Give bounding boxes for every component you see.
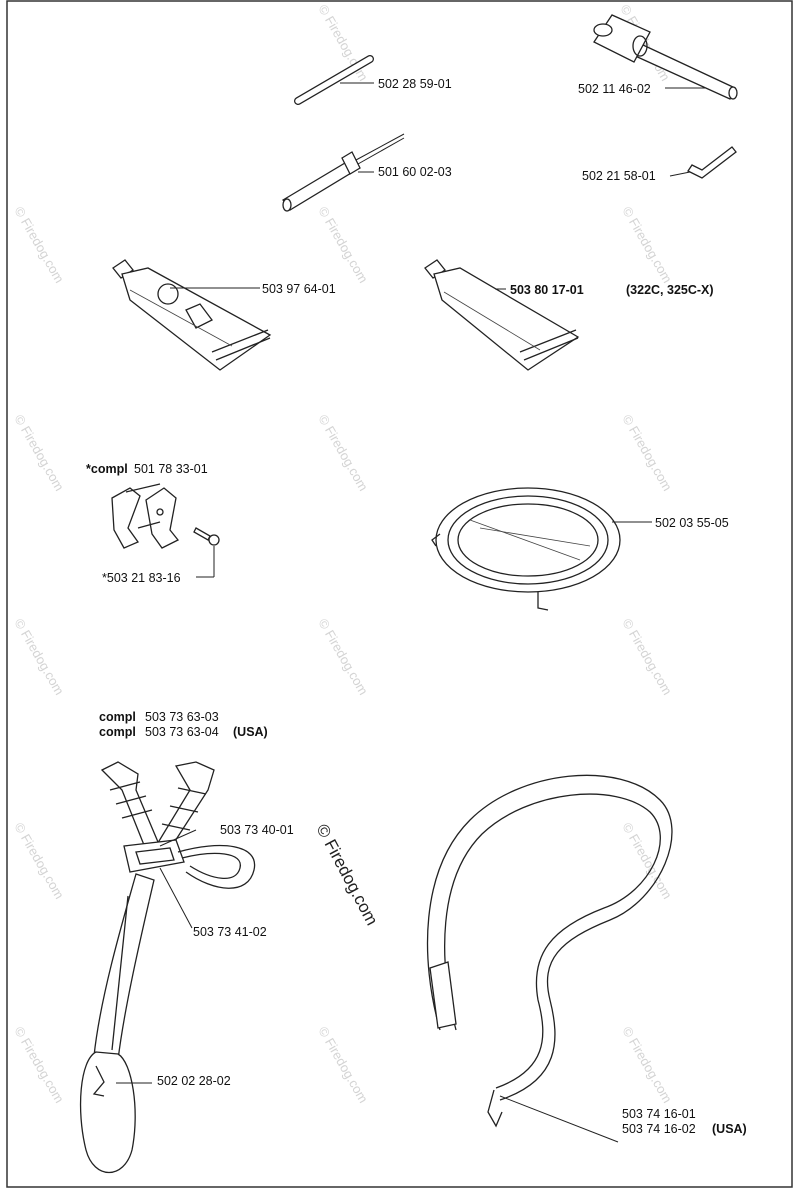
label-harness-buckle: 503 73 40-01 (220, 823, 294, 837)
label-grease-tube-1: 503 97 64-01 (262, 282, 336, 296)
label-harness-hip-pad: 502 02 28-02 (157, 1074, 231, 1088)
label-combination-wrench: 502 11 46-02 (578, 82, 651, 96)
watermark: © Firedog.com (619, 204, 675, 286)
alignment-pin-part[interactable] (294, 55, 374, 105)
label-hex-key: 502 21 58-01 (582, 169, 656, 183)
label-grease-tube-2-models: (322C, 325C-X) (626, 283, 714, 297)
label-harness-buckle-2: 503 73 41-02 (193, 925, 267, 939)
combination-wrench-part[interactable] (593, 14, 738, 100)
watermark: © Firedog.com (11, 820, 67, 902)
grease-tube-part[interactable] (424, 259, 580, 371)
screwdriver-part[interactable] (282, 133, 405, 212)
label-strap-part-2-region: (USA) (712, 1122, 747, 1136)
watermark: © Firedog.com (315, 1024, 371, 1106)
harness-part[interactable] (79, 761, 256, 1174)
label-alignment-pin: 502 28 59-01 (378, 77, 452, 91)
watermark: © Firedog.com (315, 412, 371, 494)
label-harness-prefix-1: compl (99, 710, 136, 724)
watermark: © Firedog.com (11, 616, 67, 698)
watermark: © Firedog.com (619, 412, 675, 494)
watermark: © Firedog.com (11, 1024, 67, 1106)
watermark: © Firedog.com (619, 616, 675, 698)
label-strap-part-1: 503 74 16-01 (622, 1107, 696, 1121)
watermark: © Firedog.com (11, 412, 67, 494)
label-harness-prefix-2: compl (99, 725, 136, 739)
label-harness-part-1: 503 73 63-03 (145, 710, 219, 724)
watermark: © Firedog.com (619, 1024, 675, 1106)
label-harness-part-2: 503 73 63-04 (145, 725, 219, 739)
label-strap-part-2: 503 74 16-02 (622, 1122, 696, 1136)
hex-key-part[interactable] (669, 146, 737, 179)
shoulder-strap-part[interactable] (426, 774, 673, 1143)
label-clamp-screw: *503 21 83-16 (102, 571, 181, 585)
grease-tube-part[interactable] (112, 259, 272, 371)
protective-ring-part[interactable] (431, 487, 652, 611)
label-harness-part-2-region: (USA) (233, 725, 268, 739)
label-clamp-kit-prefix: *compl (86, 462, 128, 476)
watermark: © Firedog.com (315, 204, 371, 286)
label-clamp-kit: 501 78 33-01 (134, 462, 208, 476)
diagram-border (6, 0, 793, 1188)
center-watermark: © Firedog.com (312, 821, 381, 929)
watermark: © Firedog.com (315, 616, 371, 698)
label-protective-ring: 502 03 55-05 (655, 516, 729, 530)
label-grease-tube-2: 503 80 17-01 (510, 283, 584, 297)
watermark: © Firedog.com (11, 204, 67, 286)
label-screwdriver: 501 60 02-03 (378, 165, 452, 179)
clamp-kit-part[interactable] (111, 483, 220, 578)
